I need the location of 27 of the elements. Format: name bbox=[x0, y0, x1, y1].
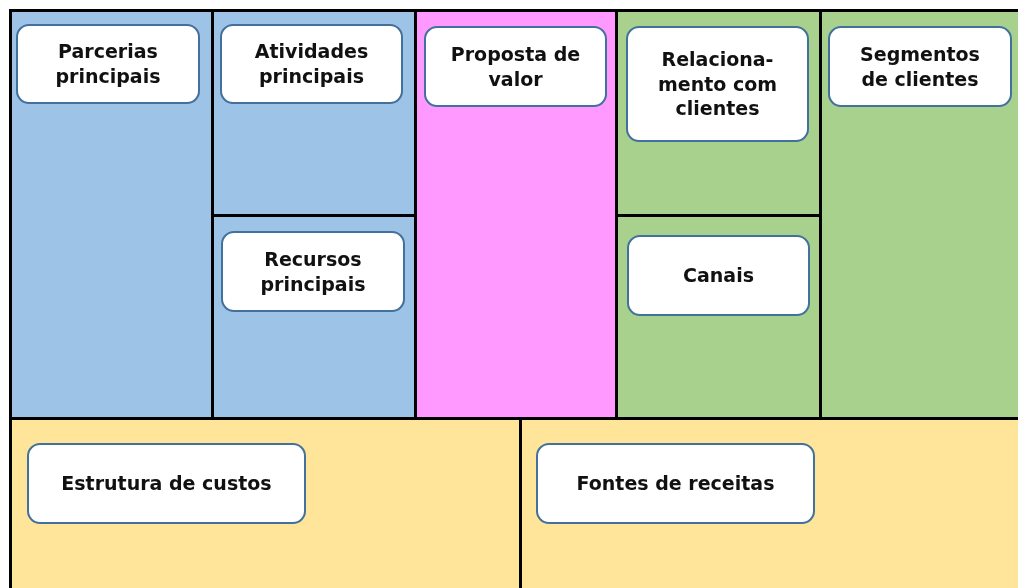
label-card bbox=[220, 24, 403, 104]
label-card bbox=[536, 443, 815, 524]
label-card bbox=[626, 26, 809, 142]
block-title: Estrutura de custos bbox=[61, 471, 272, 496]
label-card bbox=[828, 26, 1012, 107]
block-title: Canais bbox=[683, 263, 754, 288]
block-title: Proposta de valor bbox=[449, 41, 582, 92]
canvas-block bbox=[519, 417, 1018, 588]
canvas-block bbox=[414, 9, 618, 420]
canvas-block bbox=[9, 417, 522, 588]
label-card bbox=[221, 231, 405, 312]
block-title: Recursos principais bbox=[259, 246, 367, 297]
label-card bbox=[627, 235, 810, 316]
canvas-block bbox=[819, 9, 1018, 420]
block-title: Parcerias principais bbox=[54, 39, 162, 89]
block-title: Segmentos de clientes bbox=[859, 41, 981, 92]
block-title: Atividades principais bbox=[253, 39, 370, 89]
canvas-block bbox=[211, 9, 417, 217]
canvas-block bbox=[615, 9, 822, 217]
block-title: Relaciona- mento com clientes bbox=[656, 46, 779, 122]
label-card bbox=[424, 26, 607, 107]
label-card bbox=[27, 443, 306, 524]
canvas-block bbox=[9, 9, 214, 420]
label-card bbox=[16, 24, 200, 104]
block-title: Fontes de receitas bbox=[576, 471, 775, 496]
canvas-block bbox=[211, 214, 417, 420]
canvas-block bbox=[615, 214, 822, 420]
